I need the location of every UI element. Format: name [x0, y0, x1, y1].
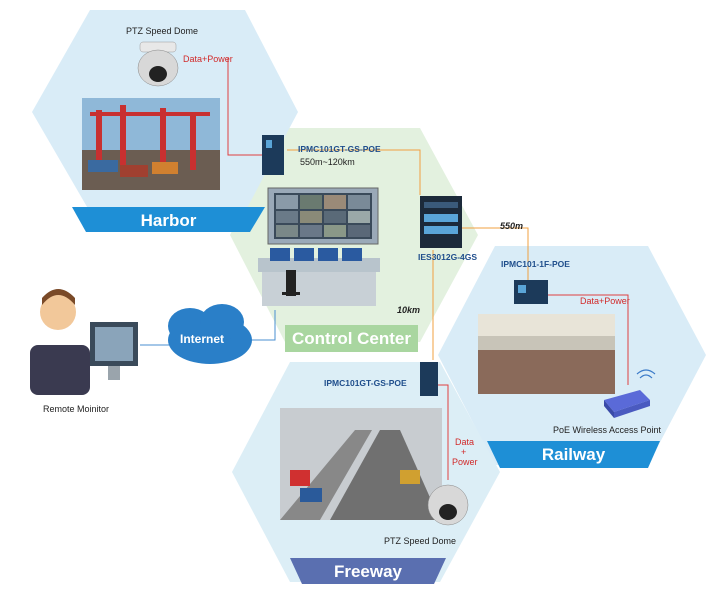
ptz-dome-bottom [427, 484, 469, 526]
switch-railway-label: IPMC101-1F-POE [501, 259, 570, 269]
data-power-bottom-line3: Power [452, 457, 478, 467]
fiber-link-railway [460, 227, 529, 280]
railway-title: Railway [541, 445, 606, 464]
fiber-link-harbor [287, 149, 421, 195]
control-center-title: Control Center [292, 329, 411, 348]
switch-harbor-device [262, 135, 284, 175]
distance-550-label: 550m [500, 221, 524, 231]
distance-10km-label: 10km [397, 305, 421, 315]
internet-label: Internet [180, 332, 225, 346]
data-power-label-right: Data+Power [580, 296, 630, 306]
internet-cloud [168, 304, 252, 364]
power-link-harbor [227, 58, 262, 156]
data-power-label-top: Data+Power [183, 54, 233, 64]
remote-monitor-figure [30, 289, 138, 395]
operator-console [258, 248, 380, 306]
switch-harbor-label: IPMC101GT-GS-POE [298, 144, 381, 154]
link-internet-center [250, 310, 276, 341]
wireless-ap-label: PoE Wireless Access Point [553, 425, 662, 435]
switch-center-device [420, 196, 462, 248]
wireless-ap-device [604, 369, 656, 418]
harbor-title: Harbor [140, 211, 197, 230]
remote-monitor-label: Remote Moinitor [43, 404, 110, 414]
video-wall [267, 187, 379, 245]
freeway-title: Freeway [333, 562, 403, 581]
harbor-photo [82, 98, 220, 190]
distance-harbor-label: 550m~120km [300, 157, 355, 167]
switch-freeway-label: IPMC101GT-GS-POE [324, 378, 407, 388]
control-center-banner [285, 325, 418, 352]
data-power-bottom-line1: Data [455, 437, 475, 447]
railway-photo [478, 314, 615, 394]
ptz-dome-top [137, 41, 179, 87]
ptz-label-top: PTZ Speed Dome [126, 26, 199, 36]
freeway-banner [290, 558, 446, 584]
ptz-label-bottom: PTZ Speed Dome [384, 536, 457, 546]
switch-railway-device [514, 280, 548, 304]
data-power-bottom-line2: + [461, 447, 467, 457]
power-link-railway [548, 294, 629, 385]
switch-freeway-device [420, 362, 438, 396]
power-link-freeway [438, 384, 449, 480]
switch-center-label: IES3012G-4GS [418, 252, 478, 262]
railway-banner [487, 441, 660, 468]
harbor-banner [72, 207, 265, 232]
freeway-photo [280, 408, 442, 520]
